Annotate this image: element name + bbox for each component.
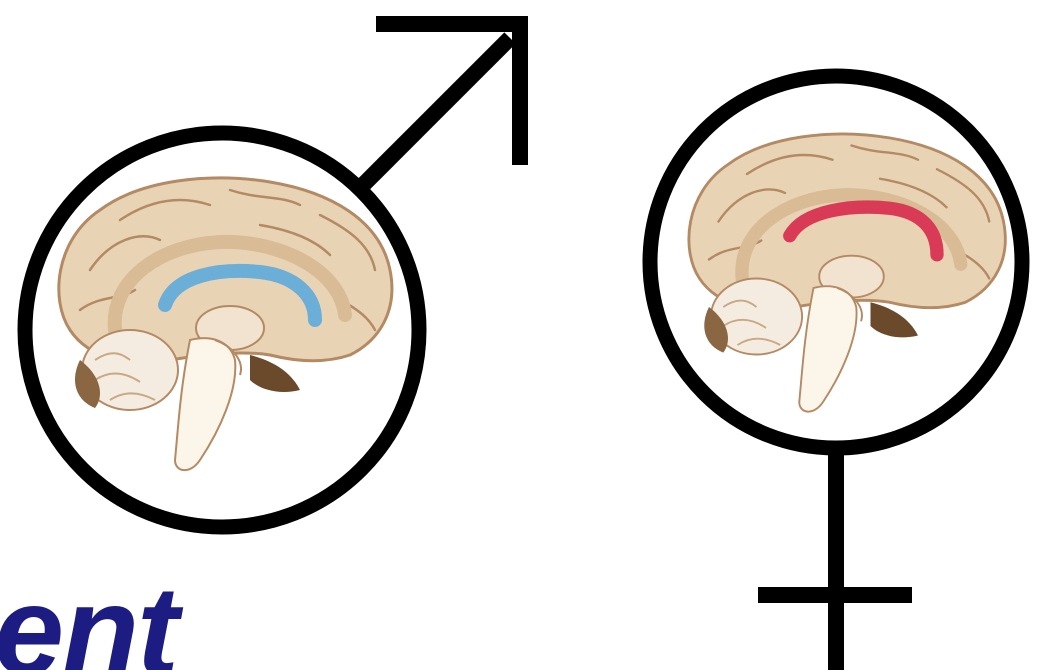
female-symbol-icon: [650, 76, 1022, 670]
male-arrow-shaft: [360, 38, 510, 188]
partial-heading-text: ent: [0, 568, 177, 670]
male-symbol-icon: [25, 24, 520, 527]
